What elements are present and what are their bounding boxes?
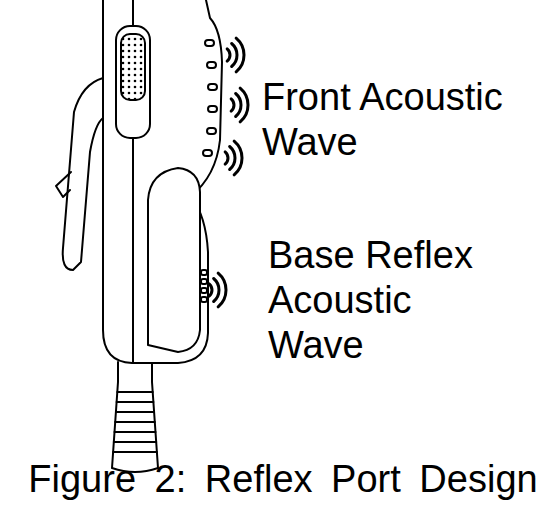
rib: [115, 431, 156, 433]
ptt-button: [116, 26, 150, 138]
wave-arc: [231, 99, 234, 111]
wave-label: Base Reflex Acoustic Wave: [268, 233, 504, 368]
sound-waves: [209, 38, 248, 307]
clip-tab: [56, 172, 71, 197]
wave-arc: [230, 147, 235, 170]
wave-label: Front Acoustic Wave: [262, 75, 549, 165]
wave-arc: [227, 49, 230, 61]
housing: [103, 0, 222, 363]
rib: [117, 391, 152, 393]
button-grip: [121, 34, 145, 100]
wave-arc: [234, 141, 242, 175]
grip-panel: [148, 168, 200, 352]
figure-caption: Figure 2: Reflex Port Design: [28, 457, 537, 501]
rib: [113, 451, 157, 453]
wave-arc: [240, 88, 248, 122]
wave-arc: [214, 279, 219, 302]
wave-arc: [225, 152, 228, 164]
wave-arc: [218, 273, 226, 307]
strain-relief-ribs: [113, 392, 157, 452]
wave-arc: [232, 44, 237, 67]
wave-arc: [236, 38, 244, 72]
front-grille-slots: [203, 40, 217, 156]
rib: [115, 421, 155, 423]
rib: [117, 401, 154, 403]
rib: [116, 411, 154, 413]
wave-arc: [236, 94, 241, 117]
reflex-port-slots: [201, 270, 207, 302]
cable-strain-relief: [112, 362, 158, 472]
rib: [114, 441, 156, 443]
wave-arc: [209, 284, 212, 296]
